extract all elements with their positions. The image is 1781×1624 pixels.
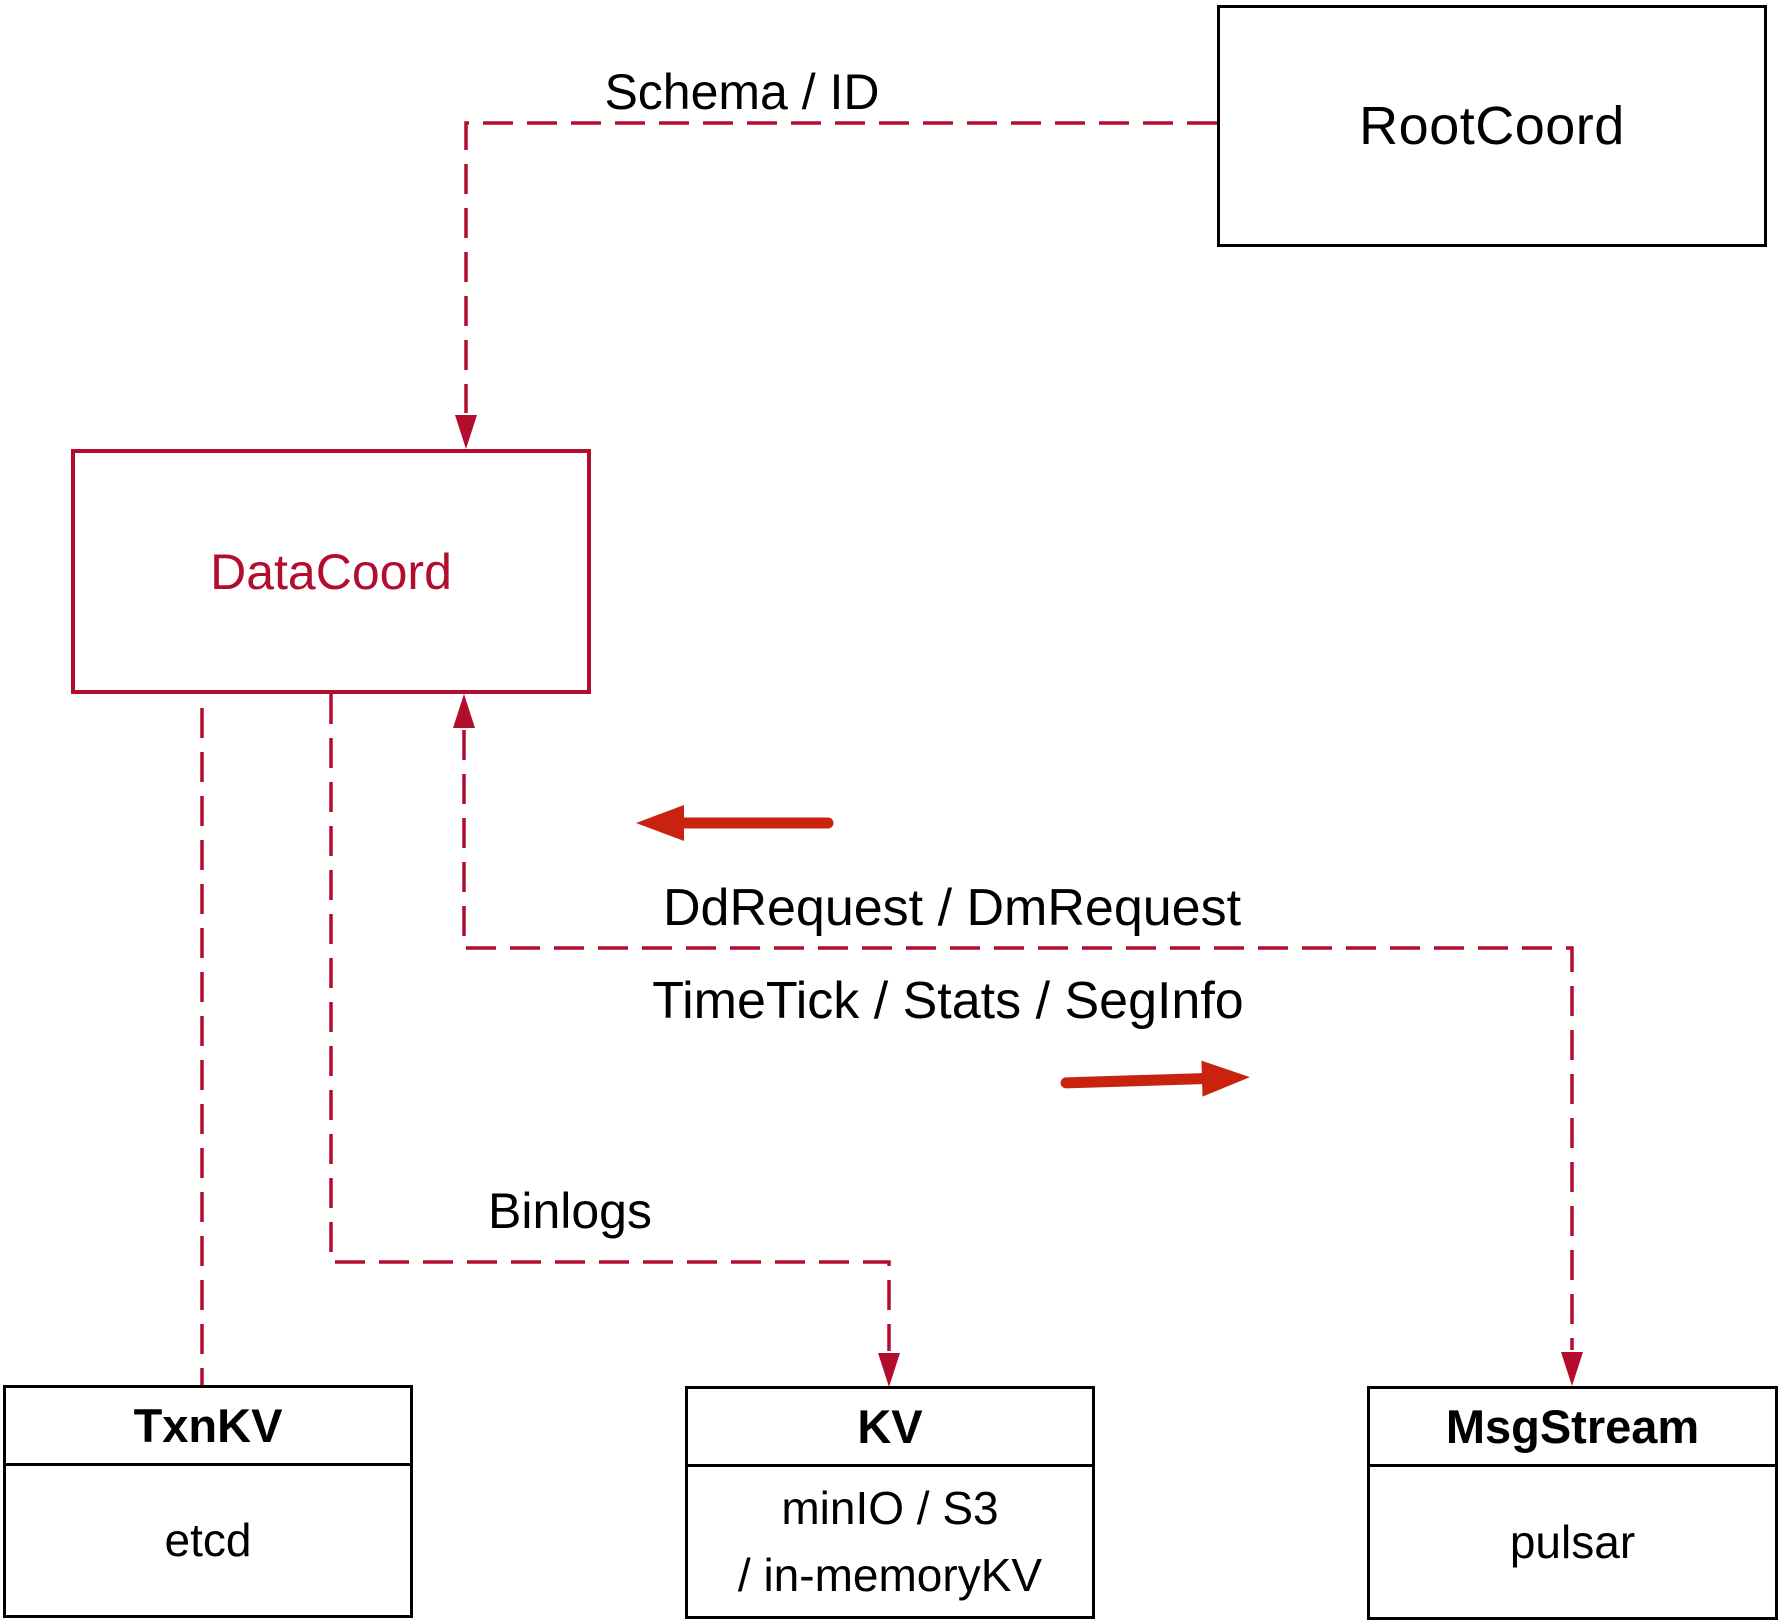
edge-label-timetick-stats-seginfo: TimeTick / Stats / SegInfo [652, 972, 1244, 1030]
datacoord-label: DataCoord [210, 543, 452, 600]
datacoord-msgstream-connector [462, 730, 1574, 1350]
edge-label-schema-id: Schema / ID [604, 64, 880, 120]
rootcoord-label: RootCoord [1359, 96, 1625, 156]
arrowhead-into-datacoord-bottom-icon [453, 694, 475, 728]
node-datacoord: DataCoord [71, 449, 591, 694]
kv-body-line: minIO / S3 [781, 1481, 999, 1534]
right-direction-arrow-icon [1060, 1060, 1250, 1097]
edge-label-binlogs: Binlogs [488, 1183, 652, 1239]
kv-title: KV [688, 1389, 1092, 1467]
txnkv-body-line: etcd [164, 1514, 252, 1566]
msgstream-body-line: pulsar [1509, 1515, 1636, 1568]
edge-label-ddrequest-dmrequest: DdRequest / DmRequest [662, 879, 1242, 937]
arrowhead-into-msgstream-top-icon [1561, 1352, 1583, 1386]
node-msgstream: MsgStream pulsar [1367, 1386, 1778, 1620]
left-direction-arrow-icon [636, 805, 834, 841]
node-kv: KV minIO / S3 / in-memoryKV [685, 1386, 1095, 1619]
node-rootcoord: RootCoord [1217, 5, 1767, 247]
kv-body-line: / in-memoryKV [737, 1548, 1043, 1601]
arrowhead-into-datacoord-top-icon [455, 415, 477, 449]
txnkv-body: etcd [6, 1466, 410, 1615]
arrowhead-into-kv-top-icon [878, 1353, 900, 1387]
msgstream-title: MsgStream [1370, 1389, 1775, 1467]
txnkv-title: TxnKV [6, 1388, 410, 1466]
rootcoord-to-datacoord-connector [464, 121, 1217, 413]
kv-body: minIO / S3 / in-memoryKV [688, 1467, 1092, 1616]
node-txnkv: TxnKV etcd [3, 1385, 413, 1618]
msgstream-body: pulsar [1370, 1467, 1775, 1617]
